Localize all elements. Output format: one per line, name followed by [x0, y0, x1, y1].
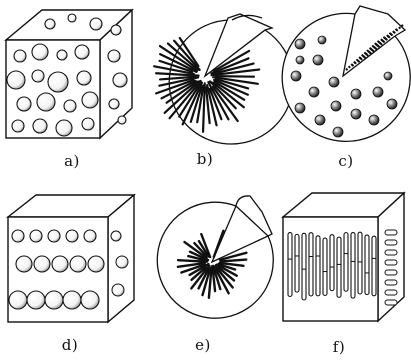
caption-b: b) [197, 150, 213, 168]
panel-f-cube-lamellae [283, 193, 404, 321]
lamella [295, 234, 299, 292]
sphere [57, 50, 67, 60]
ball [309, 87, 319, 97]
sphere [52, 256, 68, 272]
lamella-side [385, 230, 397, 235]
sphere [112, 284, 124, 296]
lamella-side [385, 240, 397, 245]
panel-c-disc-mixed [282, 6, 410, 141]
lamella [358, 232, 362, 294]
ball [291, 71, 301, 81]
sphere [32, 44, 48, 60]
sphere [56, 120, 72, 136]
sphere [90, 18, 102, 30]
sphere [118, 116, 126, 124]
sphere [37, 93, 55, 111]
lamella-side [385, 270, 397, 275]
sphere [108, 50, 120, 62]
sphere [66, 230, 78, 242]
sphere [33, 119, 47, 133]
lamella [372, 236, 376, 296]
sphere [64, 100, 76, 112]
ball [331, 101, 341, 111]
lamella [351, 233, 355, 299]
ball [384, 72, 392, 80]
sphere [82, 92, 98, 108]
panel-b-pie-radial [154, 14, 293, 144]
ball [351, 89, 361, 99]
panel-e-disc-fibrils [157, 196, 273, 318]
ball [373, 87, 383, 97]
sphere [111, 25, 121, 35]
caption-f: f) [333, 338, 345, 356]
ball [295, 39, 305, 49]
sphere [17, 97, 31, 111]
sphere [109, 99, 119, 109]
ball [295, 103, 305, 113]
lamella-side [385, 250, 397, 255]
lamella [302, 233, 306, 300]
sphere [77, 71, 91, 85]
sphere [70, 256, 86, 272]
ball [313, 55, 323, 65]
sphere [111, 231, 121, 241]
sphere [12, 120, 24, 132]
lamella-side [385, 300, 397, 305]
sphere [9, 291, 27, 309]
sphere [75, 45, 89, 59]
sphere [27, 291, 45, 309]
sphere [48, 72, 68, 92]
lamella [309, 233, 313, 296]
lamella-side [385, 290, 397, 295]
sphere [30, 230, 42, 242]
sphere [88, 256, 104, 272]
ball [351, 109, 361, 119]
sphere [68, 14, 76, 22]
caption-e: e) [195, 336, 211, 354]
lamella-side [385, 280, 397, 285]
sphere [45, 19, 55, 29]
lamella [316, 236, 320, 296]
sphere [12, 230, 24, 242]
ball [333, 127, 343, 137]
lamella [323, 238, 327, 295]
ball [387, 99, 397, 109]
sphere [48, 230, 60, 242]
sphere [63, 291, 81, 309]
sphere [116, 256, 128, 268]
sphere [45, 291, 63, 309]
lamella [288, 233, 292, 297]
sphere [32, 70, 44, 82]
lamella [330, 235, 334, 291]
ball [315, 115, 325, 125]
lamella-side [385, 260, 397, 265]
lamella [344, 233, 348, 292]
sphere [16, 256, 32, 272]
ball [329, 77, 339, 87]
panel-d-cube-layers [8, 195, 134, 322]
ball [318, 36, 326, 44]
panel-a-cube-spheres [6, 10, 132, 138]
caption-c: c) [338, 152, 353, 170]
sphere [14, 50, 26, 62]
sphere [84, 230, 96, 242]
caption-a: a) [64, 152, 80, 170]
sphere [113, 73, 127, 87]
lamella [365, 235, 369, 295]
caption-d: d) [62, 336, 78, 354]
ball [296, 56, 304, 64]
sphere [82, 118, 94, 130]
ball [369, 115, 379, 125]
sphere [34, 256, 50, 272]
sphere [81, 291, 99, 309]
lamella [337, 237, 341, 297]
fiber [216, 76, 254, 77]
sphere [7, 71, 25, 89]
